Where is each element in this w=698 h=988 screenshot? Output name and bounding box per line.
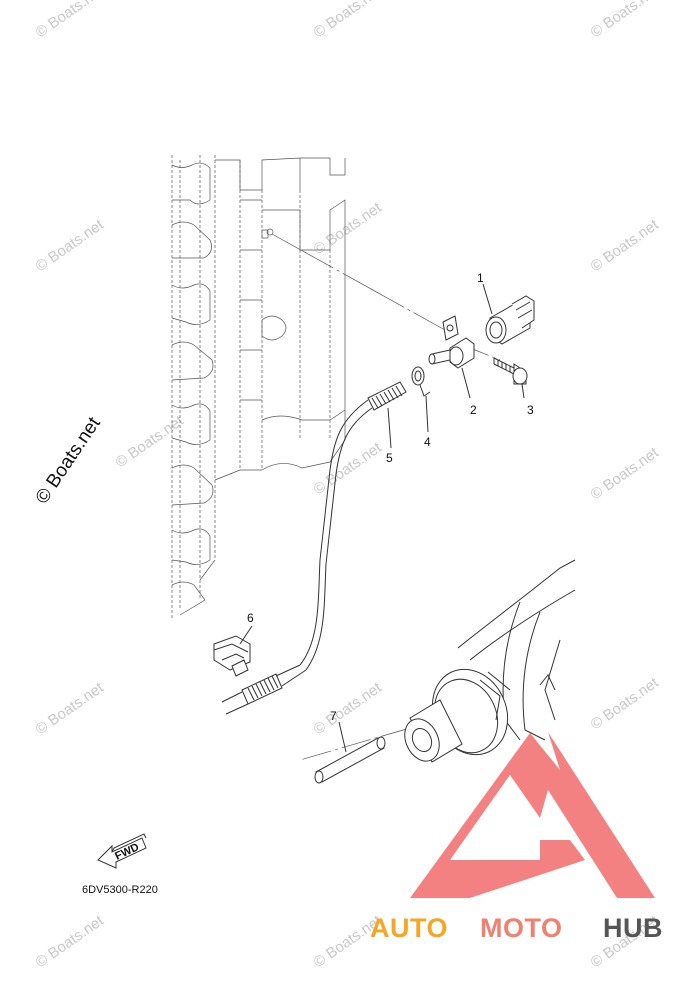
fwd-arrow-label: FWD [113, 841, 141, 862]
callout-2: 2 [470, 403, 477, 417]
watermark: © Boats.net [311, 439, 386, 498]
diagram-code: 6DV5300-R220 [82, 884, 158, 896]
callout-4: 4 [424, 435, 431, 449]
callout-6: 6 [247, 611, 254, 625]
watermark: © Boats.net [311, 0, 386, 41]
logo-text-moto: MOTO [480, 913, 563, 943]
watermark: © Boats.net [113, 412, 188, 471]
pin-part-7 [314, 736, 386, 784]
watermark: © Boats.net [33, 0, 108, 41]
logo-text-auto: AUTO [370, 913, 448, 943]
watermark: © Boats.net [33, 679, 108, 738]
callout-5: 5 [386, 451, 393, 465]
callout-3: 3 [527, 403, 534, 417]
callout-1: 1 [477, 271, 484, 285]
callouts: 1 2 3 4 5 6 7 [247, 271, 534, 723]
leader-lines [239, 283, 525, 753]
watermark-layer: © Boats.net © Boats.net © Boats.net © Bo… [32, 0, 663, 971]
logo-text-hub: HUB [603, 913, 663, 943]
bolt-part-3 [493, 357, 528, 385]
engine-block [171, 155, 346, 620]
watermark: © Boats.net [311, 199, 386, 258]
watermark: © Boats.net [33, 216, 108, 275]
watermark: © Boats.net [588, 674, 663, 733]
watermark: © Boats.net [33, 912, 108, 971]
sensor-part-1 [485, 295, 535, 345]
watermark: © Boats.net [311, 679, 386, 738]
logo-triangle-mark [410, 732, 655, 898]
watermark: © Boats.net [588, 216, 663, 275]
clip-part-4 [411, 366, 431, 397]
cable-part-5 [221, 381, 407, 715]
watermark: © Boats.net [588, 444, 663, 503]
callout-7: 7 [330, 709, 337, 723]
side-watermark: © Boats.net [32, 413, 105, 508]
watermark: © Boats.net [588, 0, 663, 41]
holder-part-6 [213, 635, 251, 677]
lower-housing [404, 559, 576, 763]
fwd-arrow: FWD [97, 833, 147, 869]
bracket-part-2 [428, 315, 475, 369]
automotohub-logo: AUTO MOTO HUB [370, 732, 663, 943]
